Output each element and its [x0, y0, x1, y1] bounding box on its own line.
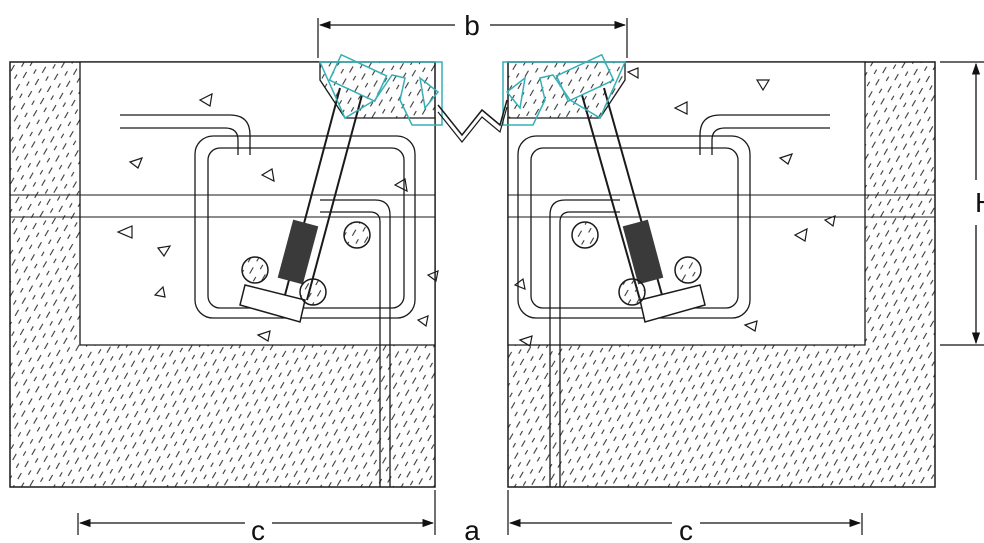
dimension-a-label: a [464, 515, 480, 543]
dimension-a: a [434, 490, 509, 543]
dimension-c-right-label: c [679, 515, 693, 543]
rubber-seal-strip [437, 99, 508, 137]
dimension-b: b [317, 10, 628, 58]
right-anchor-bolt [571, 87, 706, 323]
dimension-h: H [940, 61, 984, 346]
seal-profile [318, 53, 627, 126]
dimension-c-left: c [77, 513, 435, 543]
dimension-c-left-label: c [251, 515, 265, 543]
left-rebar-stirrup [120, 114, 416, 487]
left-aggregate-marks [116, 92, 439, 342]
right-aggregate-marks [513, 67, 836, 347]
right-rebar-stirrup [517, 114, 830, 487]
left-anchor-bolt [239, 87, 371, 323]
dimension-b-label: b [464, 10, 480, 41]
dimension-c-right: c [508, 513, 863, 543]
dimension-h-label: H [975, 187, 984, 218]
right-concrete-block [507, 61, 936, 488]
left-concrete-block [9, 61, 436, 488]
